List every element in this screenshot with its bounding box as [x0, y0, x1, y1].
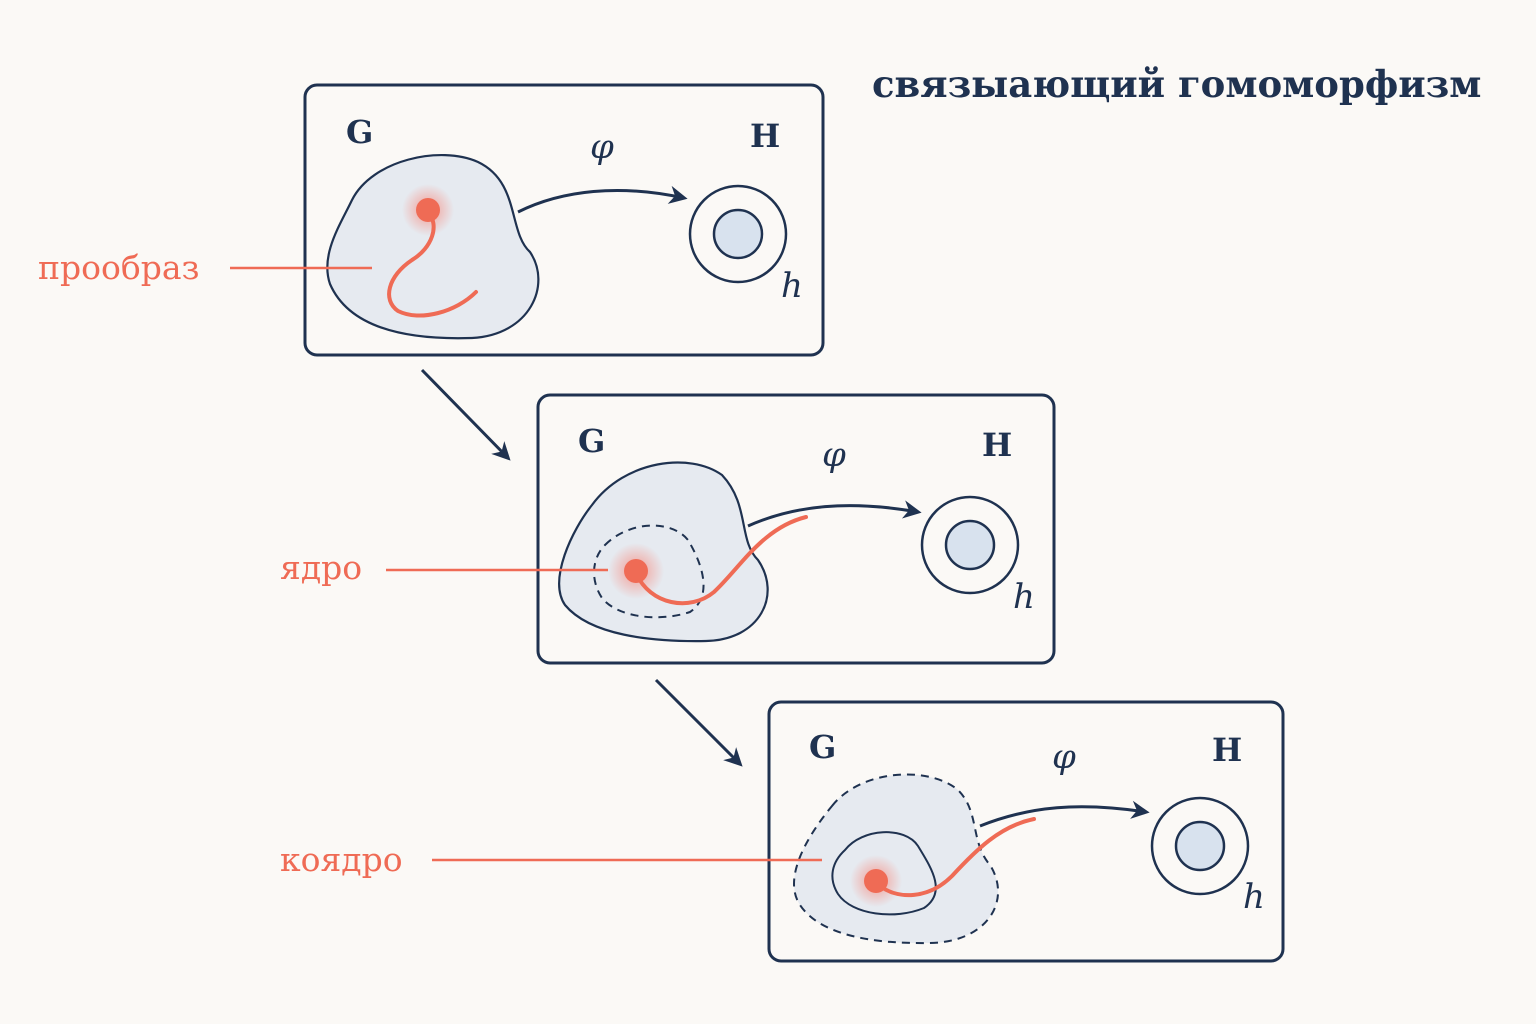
- element-dot: [864, 869, 888, 893]
- element-h-label: h: [1243, 877, 1265, 917]
- phi-label: φ: [822, 435, 846, 475]
- group-h-label: H: [1212, 731, 1242, 769]
- group-g-label: G: [346, 113, 373, 151]
- element-dot: [416, 198, 440, 222]
- element-h-label: h: [781, 266, 803, 306]
- element-dot: [624, 559, 648, 583]
- target-dot: [944, 519, 996, 571]
- path-curve: [634, 515, 808, 606]
- group-h-label: H: [750, 117, 780, 155]
- step-arrow-1: [420, 368, 511, 461]
- panel-2: G φ H h: [536, 393, 1056, 665]
- inner-region: [831, 831, 937, 916]
- group-g-label: G: [809, 728, 836, 766]
- target-dot: [712, 208, 764, 260]
- diagram-title: связыающий гомоморфизм: [872, 62, 1482, 106]
- path-curve: [874, 817, 1036, 898]
- panel-1: G φ H h: [303, 83, 825, 357]
- target-ring: [688, 184, 788, 284]
- path-curve: [387, 210, 478, 318]
- phi-label: φ: [590, 127, 614, 167]
- phi-arrow: [979, 800, 1150, 828]
- target-ring: [920, 495, 1020, 595]
- panel-3: G φ H h: [767, 700, 1285, 963]
- kernel-label: ядро: [280, 548, 363, 587]
- target-dot: [1174, 820, 1226, 872]
- group-h-label: H: [982, 426, 1012, 464]
- step-arrow-2: [654, 678, 743, 767]
- group-g-label: G: [578, 422, 605, 460]
- phi-arrow: [747, 500, 922, 528]
- target-ring: [1150, 796, 1250, 896]
- kernel-region: [593, 524, 705, 619]
- cokernel-label: коядро: [280, 840, 403, 879]
- phi-label: φ: [1052, 737, 1076, 777]
- preimage-label: прообраз: [38, 248, 200, 287]
- element-h-label: h: [1013, 577, 1035, 617]
- group-g-blob: [326, 154, 540, 340]
- group-g-blob: [558, 461, 769, 643]
- phi-arrow: [517, 185, 688, 214]
